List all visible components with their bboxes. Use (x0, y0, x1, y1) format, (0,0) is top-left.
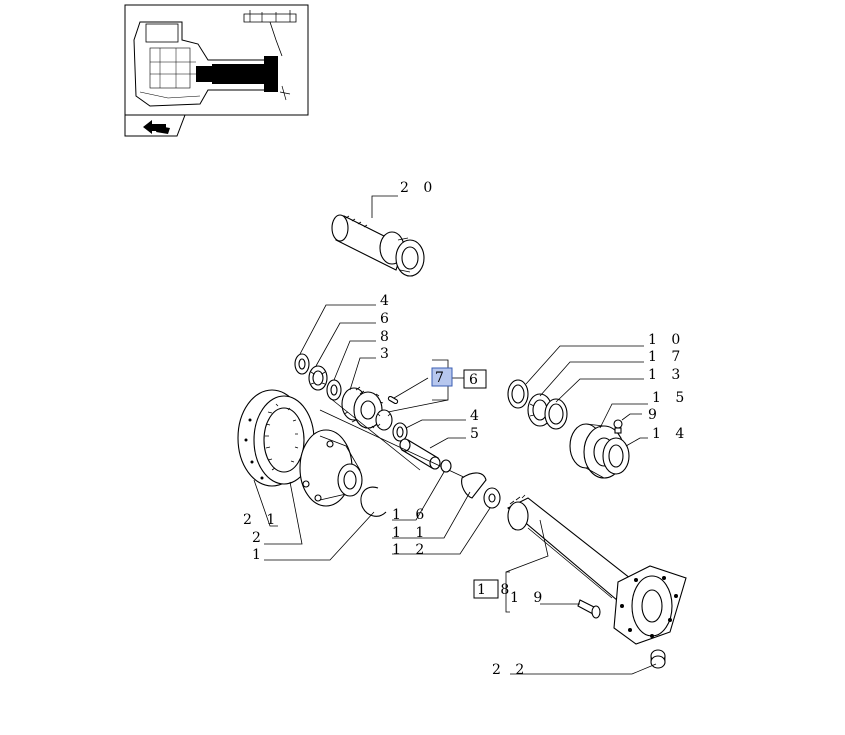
part-22-nut (650, 649, 666, 669)
label-part-19[interactable]: 1 9 (510, 590, 547, 606)
part-2-planet-carrier (299, 429, 363, 507)
part-1-circlip (360, 486, 387, 517)
part-4-washer (294, 353, 310, 375)
part-18-axle-shaft (507, 494, 687, 645)
label-part-7[interactable]: 7 (435, 370, 449, 386)
label-part-22[interactable]: 2 2 (492, 662, 529, 678)
label-part-6[interactable]: 6 (380, 311, 394, 327)
label-part-18[interactable]: 1 8 (477, 582, 514, 598)
label-part-4[interactable]: 4 (380, 293, 394, 309)
part-12-washer (483, 487, 501, 509)
label-part-12[interactable]: 1 2 (392, 542, 429, 558)
label-part-11[interactable]: 1 1 (392, 525, 429, 541)
label-part-5[interactable]: 5 (470, 426, 484, 442)
back-arrow-icon[interactable] (143, 120, 170, 134)
nav-tab[interactable] (124, 114, 186, 137)
label-part-10[interactable]: 1 0 (648, 332, 685, 348)
part-8-washer (326, 379, 342, 401)
part-16-spring-pin (440, 459, 452, 473)
label-part-21[interactable]: 2 1 (243, 512, 280, 528)
label-part-15[interactable]: 1 5 (652, 390, 689, 406)
label-part-18-boxed[interactable]: 1 8 (473, 579, 514, 599)
label-part-16[interactable]: 1 6 (392, 507, 429, 523)
label-part-7-highlighted[interactable]: 7 (431, 367, 453, 387)
label-part-9[interactable]: 9 (648, 407, 662, 423)
part-5-planet-pin (399, 438, 441, 470)
part-10-seal (507, 379, 529, 409)
part-20-splined-shaft (331, 214, 425, 277)
label-part-2[interactable]: 2 (252, 530, 266, 546)
label-part-17[interactable]: 1 7 (648, 349, 685, 365)
label-part-3[interactable]: 3 (380, 346, 394, 362)
part-21-ring-gear (237, 389, 315, 487)
label-part-6b[interactable]: 6 (469, 372, 483, 388)
part-9-grease-fitting (613, 419, 623, 434)
part-needle-bearing-small (375, 409, 393, 431)
part-4b-washer (392, 422, 408, 442)
part-6-needle-bearing (308, 365, 328, 391)
label-part-1[interactable]: 1 (252, 547, 266, 563)
label-part-13[interactable]: 1 3 (648, 367, 685, 383)
label-part-14[interactable]: 1 4 (652, 426, 689, 442)
leader-20 (371, 195, 398, 218)
label-part-20[interactable]: 2 0 (400, 180, 437, 196)
part-14-seal-ring (602, 437, 630, 475)
assembly-locator-thumbnail[interactable] (124, 4, 309, 116)
label-part-4b[interactable]: 4 (470, 408, 484, 424)
leader-lines (253, 304, 657, 675)
part-13-bearing-cup (544, 398, 568, 430)
part-11-thrust-plate (461, 472, 487, 499)
part-19-wheel-stud (577, 599, 601, 619)
part-7-pin (387, 395, 399, 405)
label-part-6-boxed[interactable]: 6 (463, 369, 487, 389)
label-part-8[interactable]: 8 (380, 329, 394, 345)
